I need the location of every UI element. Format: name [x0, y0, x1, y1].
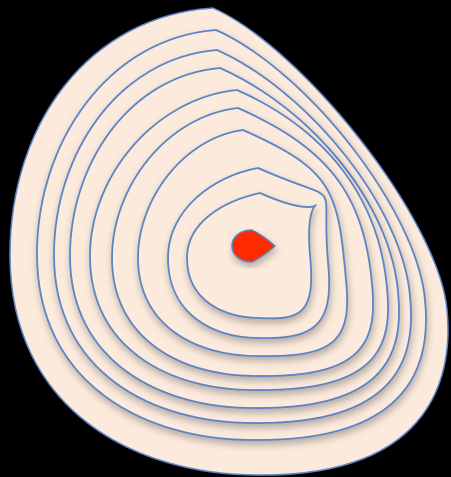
contour-rings-group	[10, 8, 448, 475]
